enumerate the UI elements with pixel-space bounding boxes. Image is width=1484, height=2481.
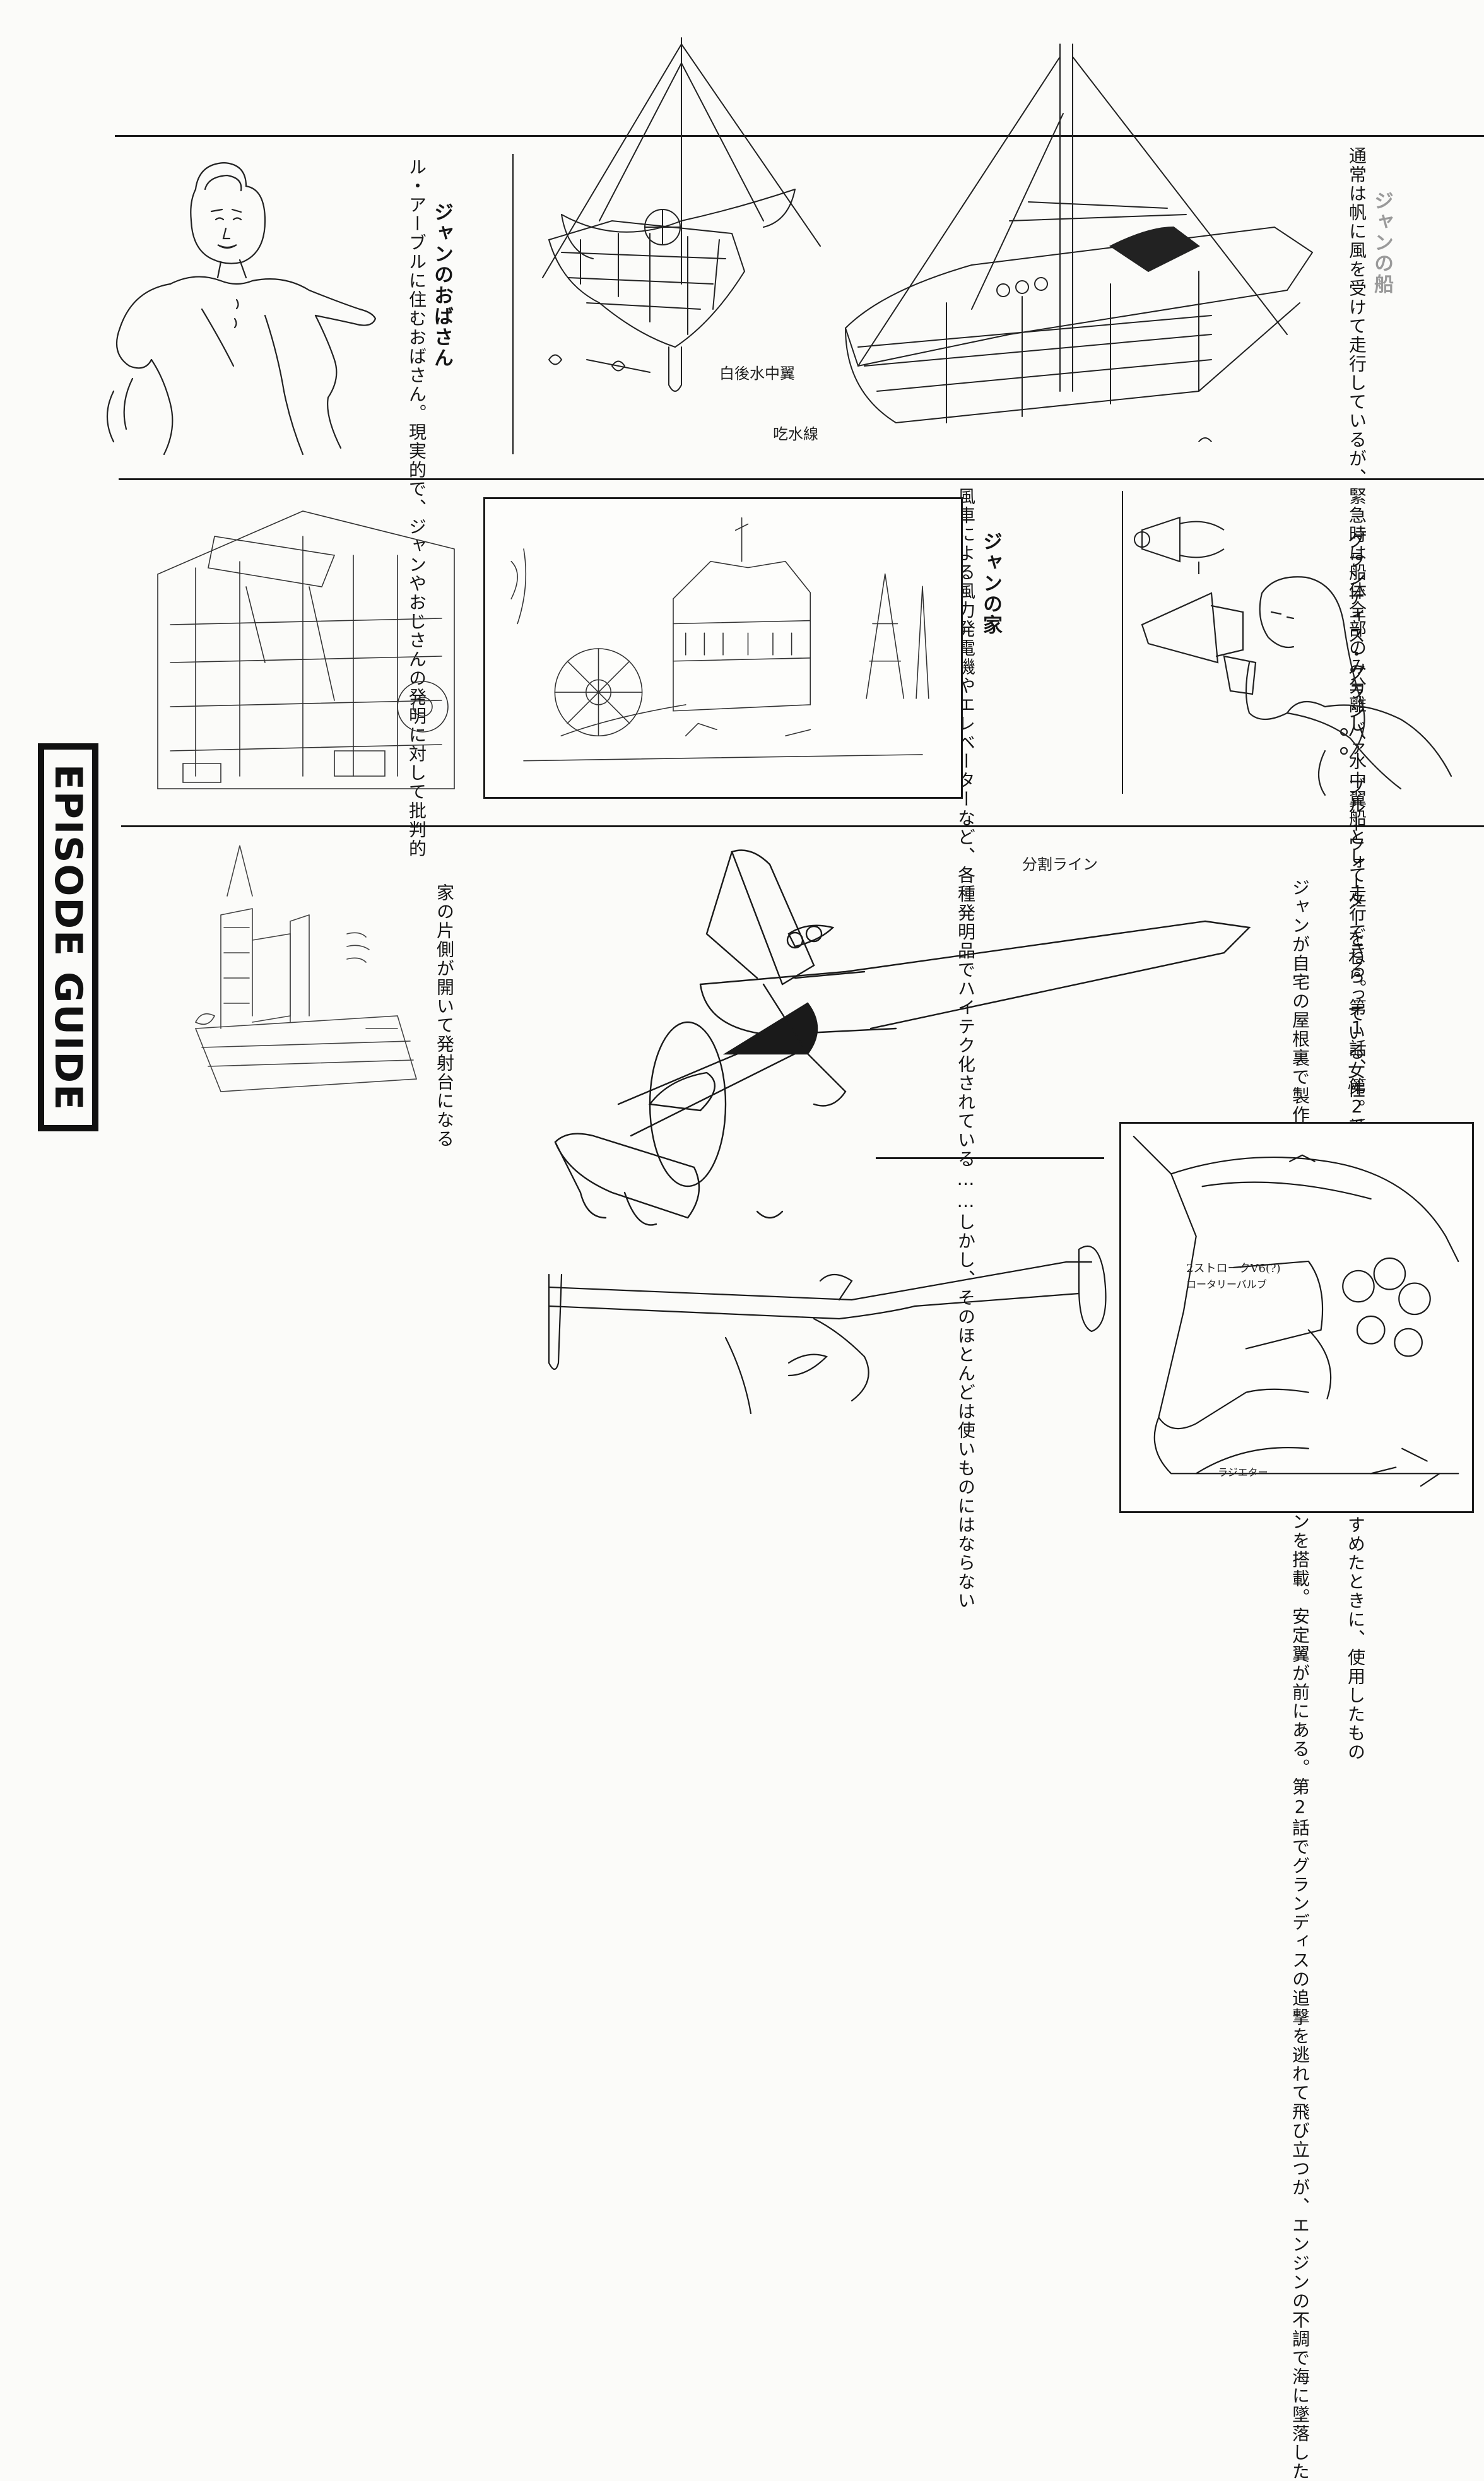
airplane-caption: ジャンが自宅の屋根裏で製作していた飛行機。2ストローク・V6エンジンを搭載。安定… (1287, 834, 1338, 2481)
house-heading: ジャンの家 (979, 531, 1002, 635)
airplane-sketch-top (543, 839, 1262, 1256)
boat-text: 通常は帆に風を受けて走行しているが、緊急時は船体全部のみ分離し、水中翼船として走… (1346, 146, 1367, 1194)
house-exterior-frame (483, 497, 963, 799)
aunt-sketch (76, 151, 404, 461)
boat-sketch-main (820, 38, 1325, 442)
divider-house (1122, 491, 1123, 794)
workshop-interior-sketch (145, 498, 467, 795)
aunt-heading: ジャンのおばさん (430, 202, 453, 368)
rule-row-3 (121, 825, 1484, 827)
engine-radiator-note: ラジエター (1218, 1466, 1268, 1478)
engine-detail-frame (1119, 1122, 1474, 1513)
aunt-caption: ジャンのおばさんル・アーブルに住むおばさん。現実的で、ジャンやおじさんの発明に対… (404, 158, 480, 858)
airplane-text: ジャンが自宅の屋根裏で製作していた飛行機。2ストローク・V6エンジンを搭載。安定… (1290, 878, 1310, 2481)
top-rule (115, 135, 1484, 137)
boat-waterline-note: 吃水線 (773, 425, 818, 443)
airplane-sketch-side (536, 1237, 1117, 1426)
engine-detail-sketch (1133, 1136, 1459, 1487)
rule-row-2 (119, 478, 1484, 480)
episode-guide-tab: EPISODE GUIDE (38, 743, 98, 1131)
house-caption: ジャンの家風車による風力発電機やエレベーターなど、各種発明品でハイテク化されてい… (953, 487, 1028, 1610)
boat-heading: ジャンの船 (1370, 191, 1393, 295)
engine-type-note: 2ストロークV6(?) (1186, 1262, 1281, 1275)
airplane-split-line-note: 分割ライン (1022, 856, 1098, 873)
episode-guide-label: EPISODE GUIDE (46, 763, 90, 1111)
engine-valve-note: ロータリーバルブ (1186, 1278, 1267, 1290)
megaphone-sketch (1129, 505, 1243, 574)
launch-pad-sketch (158, 839, 435, 1104)
launch-caption: 家の片側が開いて発射台になる (432, 839, 482, 1148)
aunt-text: ル・アーブルに住むおばさん。現実的で、ジャンやおじさんの発明に対して批判的 (406, 158, 427, 858)
boat-caption: ジャンの船通常は帆に風を受けて走行しているが、緊急時は船体全部のみ分離し、水中翼… (1344, 146, 1420, 1194)
airplane-connector-line (876, 1157, 1104, 1159)
boat-hydrofoil-note: 白後水中翼 (719, 365, 795, 382)
divider-aunt (512, 154, 514, 454)
house-exterior-sketch (510, 517, 929, 762)
grandis-sketch (1136, 568, 1458, 801)
boat-sketch-rear (524, 32, 827, 398)
launch-text: 家の片側が開いて発射台になる (434, 883, 455, 1148)
